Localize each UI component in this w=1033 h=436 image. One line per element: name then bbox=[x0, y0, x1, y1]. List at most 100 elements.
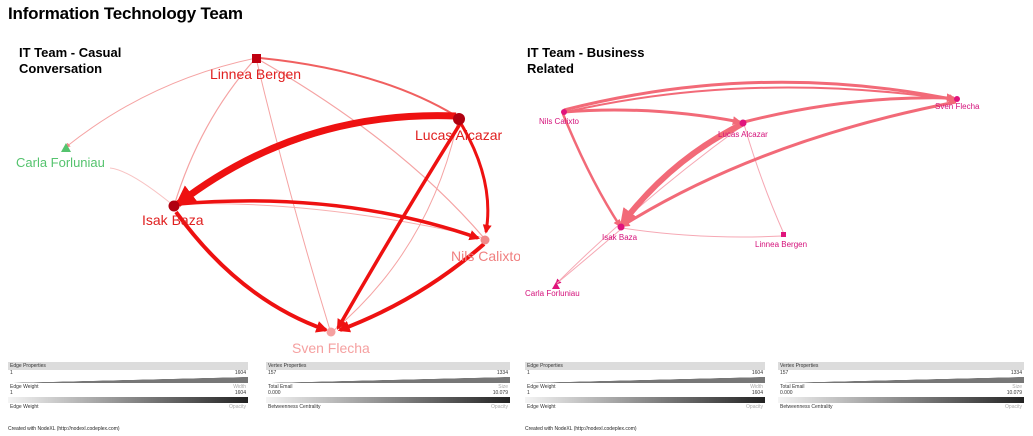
edge-width-max: 1604 bbox=[751, 370, 763, 376]
edge-width-kind: Width bbox=[233, 384, 246, 390]
edge-lucas-linnea bbox=[743, 123, 785, 235]
label-carla: Carla Forluniau bbox=[525, 289, 580, 298]
edge-lucas-carla bbox=[555, 125, 743, 285]
edge-isak-carla bbox=[555, 229, 621, 285]
left-edge-legend: Edge Properties 1 1604 Edge Weight Width 1… bbox=[8, 362, 248, 411]
label-sven: Sven Flecha bbox=[935, 102, 980, 111]
edge-opacity-scale bbox=[525, 397, 765, 403]
vertex-size-label: Total Email bbox=[780, 384, 805, 390]
edge-sven-nils bbox=[565, 86, 957, 113]
edge-legend-header: Edge Properties bbox=[8, 362, 248, 370]
edge-isak-linnea bbox=[621, 227, 783, 238]
edge-lucas-sven-faint bbox=[331, 119, 459, 333]
left-credit: Created with NodeXL (http://nodexl.codep… bbox=[8, 426, 120, 432]
label-nils: Nils Calixto bbox=[451, 248, 520, 264]
vertex-size-max: 1334 bbox=[1010, 370, 1022, 376]
label-isak: Isak Baza bbox=[142, 212, 204, 228]
edge-opacity-min: 1 bbox=[527, 390, 530, 396]
casual-conversation-graph: Linnea Bergen Lucas Alcazar Carla Forlun… bbox=[16, 54, 520, 356]
edge-nils-lucas bbox=[563, 108, 742, 126]
vertex-legend-header: Vertex Properties bbox=[266, 362, 510, 370]
edge-sven-isak bbox=[620, 100, 957, 228]
vertex-size-max: 1334 bbox=[496, 370, 508, 376]
label-lucas: Lucas Alcazar bbox=[415, 127, 502, 143]
right-vertex-legend: Vertex Properties 157 1334 Total Email Siz… bbox=[778, 362, 1024, 411]
node-nils-circle bbox=[561, 109, 567, 115]
node-nils-circle bbox=[480, 235, 490, 245]
vertex-size-min: 157 bbox=[268, 370, 277, 376]
edge-opacity-scale bbox=[8, 397, 248, 403]
label-nils: Nils Calixto bbox=[539, 117, 580, 126]
label-carla: Carla Forluniau bbox=[16, 155, 105, 170]
vertex-size-kind: Size bbox=[498, 384, 508, 390]
edge-width-min: 1 bbox=[10, 370, 13, 376]
edge-width-scale bbox=[8, 377, 248, 383]
edge-width-scale bbox=[525, 377, 765, 383]
vertex-opacity-label: Betweenness Centrality bbox=[268, 404, 321, 410]
edge-opacity-label: Edge Weight bbox=[527, 404, 556, 410]
node-sven-circle bbox=[326, 327, 336, 337]
vertex-opacity-scale bbox=[778, 397, 1024, 403]
label-lucas: Lucas Alcazar bbox=[718, 130, 768, 139]
node-carla-triangle bbox=[552, 282, 560, 289]
edge-linnea-sven bbox=[255, 57, 331, 331]
edge-opacity-kind: Opacity bbox=[229, 404, 246, 410]
label-isak: Isak Baza bbox=[602, 233, 638, 242]
node-linnea-square bbox=[781, 232, 786, 237]
edge-lucas-nils bbox=[458, 121, 492, 234]
node-carla-triangle bbox=[61, 143, 71, 152]
edge-lucas-isak-heavy bbox=[619, 121, 744, 227]
vertex-opacity-min: 0.000 bbox=[780, 390, 793, 396]
edge-linnea-nils bbox=[255, 57, 485, 239]
edge-width-kind: Width bbox=[750, 384, 763, 390]
edge-isak-nils bbox=[177, 199, 480, 241]
edge-width-max: 1604 bbox=[234, 370, 246, 376]
edge-width-min: 1 bbox=[527, 370, 530, 376]
vertex-opacity-label: Betweenness Centrality bbox=[780, 404, 833, 410]
vertex-opacity-kind: Opacity bbox=[491, 404, 508, 410]
node-linnea-square bbox=[252, 54, 261, 63]
node-sven-circle bbox=[954, 96, 960, 102]
edge-width-label: Edge Weight bbox=[10, 384, 39, 390]
edge-linnea-carla bbox=[65, 57, 257, 148]
vertex-size-label: Total Email bbox=[268, 384, 293, 390]
vertex-size-scale bbox=[266, 377, 510, 383]
left-vertex-legend: Vertex Properties 157 1334 Total Email Siz… bbox=[266, 362, 510, 411]
vertex-opacity-kind: Opacity bbox=[1005, 404, 1022, 410]
edge-opacity-max: 1604 bbox=[751, 390, 763, 396]
right-credit: Created with NodeXL (http://nodexl.codep… bbox=[525, 426, 637, 432]
edge-nils-sven bbox=[563, 80, 958, 112]
edge-legend-header: Edge Properties bbox=[525, 362, 765, 370]
node-isak-circle bbox=[168, 200, 180, 212]
edge-nils-isak bbox=[561, 113, 622, 228]
edge-lucas-sven bbox=[743, 93, 956, 124]
edge-width-label: Edge Weight bbox=[527, 384, 556, 390]
node-isak-circle bbox=[617, 223, 625, 231]
page-title: Information Technology Team bbox=[8, 4, 243, 23]
edge-opacity-max: 1604 bbox=[234, 390, 246, 396]
edge-nils-sven bbox=[337, 242, 486, 333]
vertex-opacity-min: 0.000 bbox=[268, 390, 281, 396]
vertex-legend-header: Vertex Properties bbox=[778, 362, 1024, 370]
vertex-opacity-scale bbox=[266, 397, 510, 403]
edge-nils-isak-faint bbox=[179, 203, 485, 239]
node-lucas-circle bbox=[453, 113, 465, 125]
label-sven: Sven Flecha bbox=[292, 340, 370, 356]
label-linnea: Linnea Bergen bbox=[210, 66, 301, 82]
vertex-opacity-max: 10.079 bbox=[492, 390, 508, 396]
edge-lucas-sven bbox=[336, 123, 462, 330]
label-linnea: Linnea Bergen bbox=[755, 240, 807, 249]
right-edge-legend: Edge Properties 1 1604 Edge Weight Width 1… bbox=[525, 362, 765, 411]
edge-isak-carla bbox=[109, 167, 175, 207]
vertex-size-kind: Size bbox=[1012, 384, 1022, 390]
vertex-size-scale bbox=[778, 377, 1024, 383]
edge-isak-sven bbox=[174, 210, 329, 333]
edge-linnea-lucas bbox=[259, 57, 457, 117]
left-panel-title: IT Team - Casual Conversation bbox=[19, 45, 122, 76]
node-lucas-circle bbox=[739, 119, 747, 127]
edge-opacity-label: Edge Weight bbox=[10, 404, 39, 410]
vertex-opacity-max: 10.079 bbox=[1006, 390, 1022, 396]
edge-opacity-min: 1 bbox=[10, 390, 13, 396]
vertex-size-min: 157 bbox=[780, 370, 789, 376]
edge-lucas-isak-heavy bbox=[174, 112, 457, 207]
